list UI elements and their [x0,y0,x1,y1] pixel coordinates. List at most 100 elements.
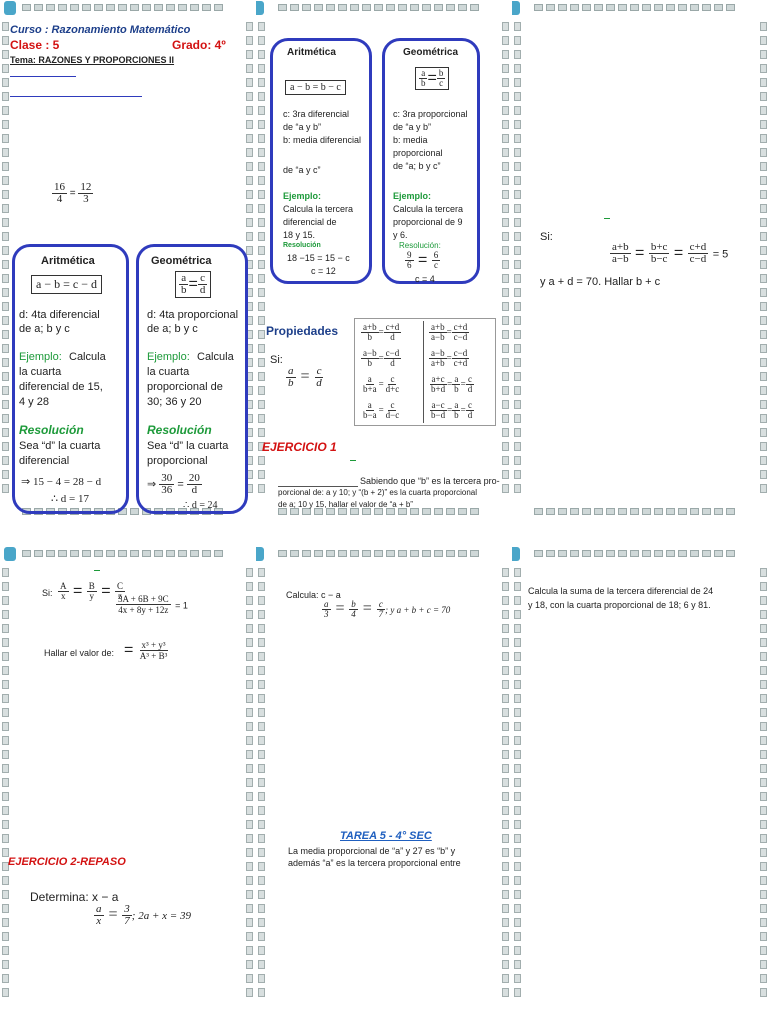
border-tile [759,232,767,241]
border-tile [410,3,419,11]
step-2: c = 4 [415,274,435,284]
border-tile [245,862,253,871]
border-tile [513,302,521,311]
page-border-top [0,546,254,560]
border-tile [759,834,767,843]
border-tile [759,918,767,927]
card-desc-1: c: 3ra proporcional [393,109,468,119]
border-tile [154,3,163,11]
border-tile [501,22,509,31]
border-tile [759,162,767,171]
border-tile [245,92,253,101]
card-desc-2: de “a y b” [393,122,432,132]
border-tile [501,484,509,493]
border-tile [513,750,521,759]
border-tile [458,507,467,515]
border-tile [257,932,265,941]
border-tile [513,778,521,787]
border-tile [245,778,253,787]
border-tile [546,549,555,557]
ejemplo-4: 4 y 28 [19,396,49,408]
border-tile [278,549,287,557]
border-tile [1,750,9,759]
border-tile [1,316,9,325]
border-tile [1,190,9,199]
border-tile [513,484,521,493]
border-tile [257,778,265,787]
border-tile [130,3,139,11]
clase-label: Clase : 5 [10,38,60,52]
resolucion-label: Resolución [283,242,321,249]
border-tile [314,549,323,557]
ejemplo-1: Calcula la tercera [283,204,354,214]
page-border-top [0,0,254,14]
border-tile [245,120,253,129]
border-tile [759,932,767,941]
border-tile [582,507,591,515]
border-tile [257,596,265,605]
border-tile [759,652,767,661]
border-tile [257,792,265,801]
page-border-left [512,560,522,1010]
border-tile [1,834,9,843]
border-tile [570,507,579,515]
ejemplo-2: diferencial de [283,217,337,227]
border-tile [245,50,253,59]
border-tile [513,274,521,283]
border-tile [759,862,767,871]
border-tile [118,3,127,11]
page-border-left [0,14,10,504]
ejemplo-label: Ejemplo: [393,191,432,201]
border-tile [130,549,139,557]
border-tile [501,946,509,955]
border-tile [759,680,767,689]
border-tile [513,176,521,185]
border-tile [106,549,115,557]
border-tile [446,549,455,557]
border-tile [666,3,675,11]
border-tile [759,372,767,381]
border-tile [278,507,287,515]
border-tile [759,792,767,801]
border-tile [245,652,253,661]
border-tile [513,232,521,241]
border-tile [513,680,521,689]
border-tile [257,750,265,759]
border-tile [513,414,521,423]
border-tile [214,3,223,11]
card-desc-5: de “a; b y c” [393,161,441,171]
border-tile [410,549,419,557]
border-tile [513,918,521,927]
border-tile [513,694,521,703]
card-title: Geométrica [403,47,459,58]
border-tile [290,549,299,557]
border-tile [338,507,347,515]
border-tile [513,764,521,773]
ejemplo-2: proporcional de 9 [393,217,463,227]
border-tile [257,330,265,339]
border-tile [1,400,9,409]
border-tile [513,932,521,941]
border-tile [501,806,509,815]
border-tile [501,246,509,255]
border-tile [759,344,767,353]
border-tile [245,932,253,941]
border-tile [759,218,767,227]
border-tile [501,708,509,717]
border-tile [759,722,767,731]
border-tile [534,549,543,557]
resolucion-1: Sea “d” la cuarta [147,440,229,452]
calcula-label: Calcula: c − a [286,590,341,600]
border-tile [759,78,767,87]
border-tile [257,890,265,899]
border-tile [257,470,265,479]
tarea-line-1: La media proporcional de “a” y 27 es “b”… [288,846,456,856]
border-tile [759,610,767,619]
ejemplo-label: Ejemplo: [147,351,190,363]
border-tile [501,568,509,577]
border-tile [1,764,9,773]
ejercicio-2-heading: EJERCICIO 2-REPASO [8,856,126,868]
border-tile [257,694,265,703]
